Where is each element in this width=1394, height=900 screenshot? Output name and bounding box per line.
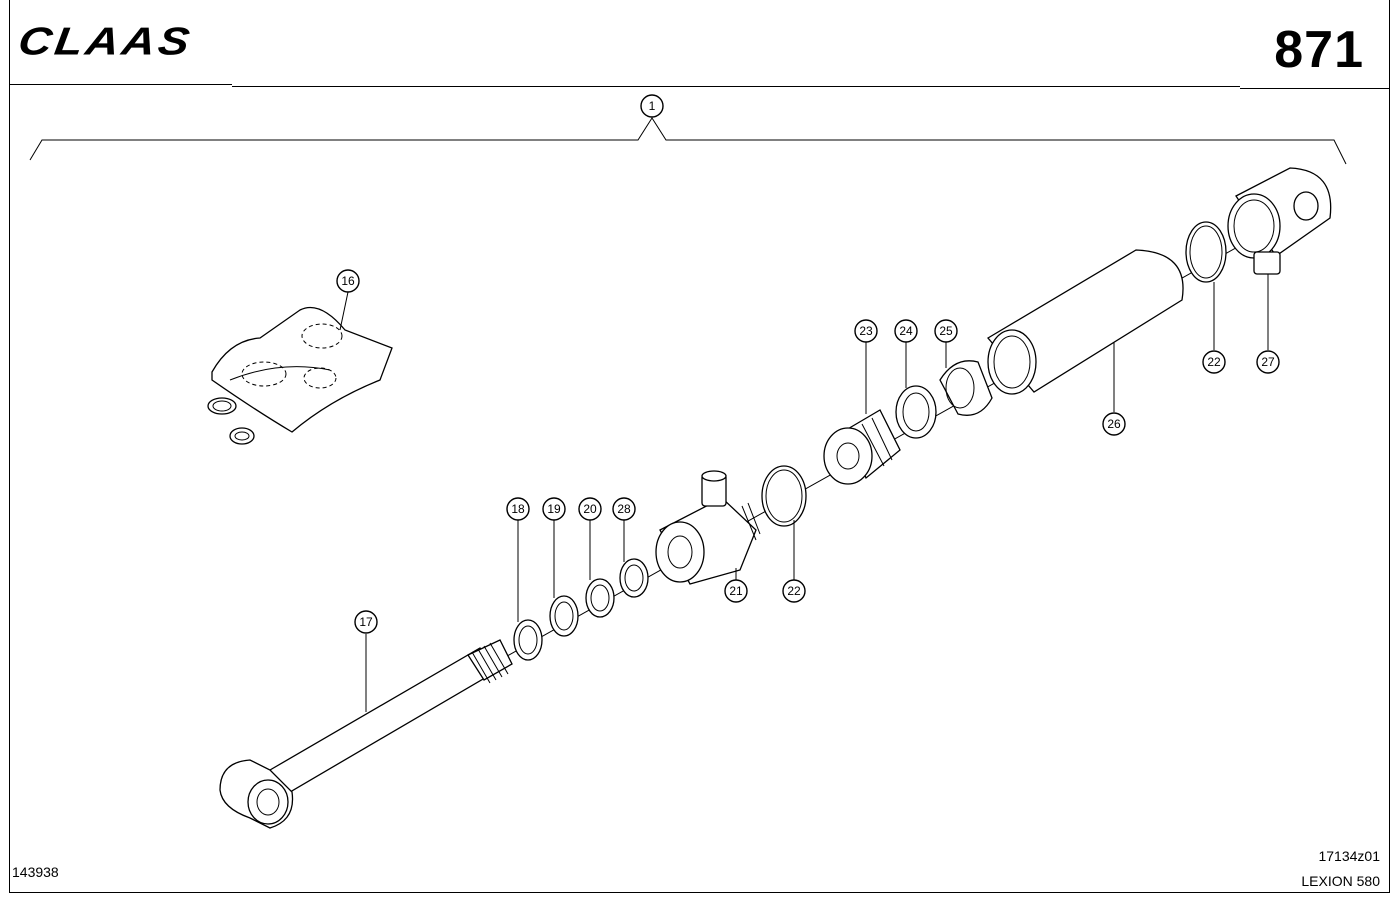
model-name: LEXION 580 xyxy=(1301,873,1380,889)
svg-text:22: 22 xyxy=(1207,355,1221,369)
svg-text:17: 17 xyxy=(359,615,373,629)
cylinder-base xyxy=(1227,167,1332,275)
drawing-frame xyxy=(9,0,1390,893)
svg-text:27: 27 xyxy=(1261,355,1275,369)
brand-underline xyxy=(10,84,232,85)
seal-kit-bag xyxy=(207,306,393,445)
header-divider xyxy=(232,86,1240,87)
assembly-bracket xyxy=(29,117,1347,165)
cylinder-head xyxy=(655,470,761,585)
rod-seal-rings xyxy=(513,558,649,661)
callout-21: 21 xyxy=(724,579,748,603)
callout-28: 28 xyxy=(612,497,636,521)
callout-16: 16 xyxy=(336,269,360,293)
drawing-number: 17134z01 xyxy=(1318,848,1380,864)
piston-rod xyxy=(219,639,513,829)
svg-text:18: 18 xyxy=(511,502,525,516)
svg-text:25: 25 xyxy=(939,324,953,338)
callout-17: 17 xyxy=(354,610,378,634)
callout-24: 24 xyxy=(894,319,918,343)
svg-text:19: 19 xyxy=(547,502,561,516)
callout-25: 25 xyxy=(934,319,958,343)
callout-22-right: 22 xyxy=(1202,350,1226,374)
callout-18: 18 xyxy=(506,497,530,521)
callout-23: 23 xyxy=(854,319,878,343)
svg-text:20: 20 xyxy=(583,502,597,516)
callout-27: 27 xyxy=(1256,350,1280,374)
svg-text:1: 1 xyxy=(649,99,656,113)
svg-text:16: 16 xyxy=(341,274,355,288)
image-number: 143938 xyxy=(12,864,59,880)
callout-26: 26 xyxy=(1102,412,1126,436)
callout-20: 20 xyxy=(578,497,602,521)
leader-lines xyxy=(339,274,1269,712)
svg-text:24: 24 xyxy=(899,324,913,338)
svg-text:28: 28 xyxy=(617,502,631,516)
cylinder-tube xyxy=(987,249,1184,395)
svg-text:26: 26 xyxy=(1107,417,1121,431)
svg-text:21: 21 xyxy=(729,584,743,598)
page-number-underline xyxy=(1240,88,1390,89)
o-ring-left xyxy=(761,465,807,527)
callout-19: 19 xyxy=(542,497,566,521)
guide-ring xyxy=(939,360,993,416)
callout-1: 1 xyxy=(640,94,664,118)
o-ring-right xyxy=(1185,221,1227,283)
svg-text:22: 22 xyxy=(787,584,801,598)
piston xyxy=(823,409,901,485)
piston-seal xyxy=(895,385,937,439)
svg-text:23: 23 xyxy=(859,324,873,338)
page-number: 871 xyxy=(1274,21,1364,79)
callout-22-left: 22 xyxy=(782,579,806,603)
